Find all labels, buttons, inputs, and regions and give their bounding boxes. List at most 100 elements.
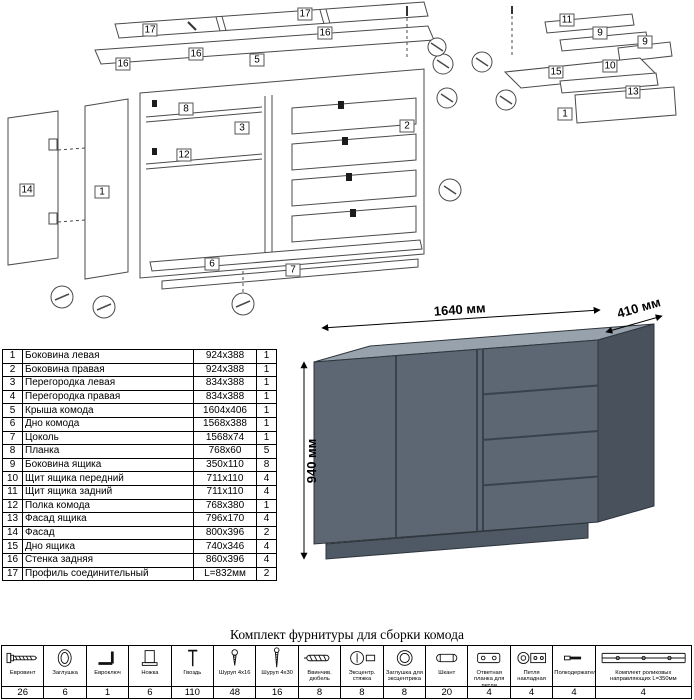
part-number: 9 — [2, 457, 23, 473]
hardware-item-name: Комплект роликовых направляющих L=350мм — [610, 670, 677, 683]
dowelscrew-icon — [299, 646, 340, 670]
part-qty: 4 — [256, 471, 277, 486]
hardware-item-name: Шуруп 4x16 — [218, 670, 251, 676]
hardware-item: Шуруп 4x16 48 — [213, 646, 256, 698]
diagram-part-label: 12 — [176, 148, 192, 162]
hardware-item-name: Эксцентр. стяжка — [348, 670, 376, 683]
hardware-item: Ножка 6 — [128, 646, 171, 698]
parts-table-row: 2 Боковина правая 924x388 1 — [2, 362, 277, 378]
hardware-item: Гвоздь 110 — [170, 646, 214, 698]
parts-table-row: 15 Дно ящика 740x346 4 — [2, 539, 277, 554]
hardware-kit-title: Комплект фурнитуры для сборки комода — [229, 627, 464, 642]
parts-table-row: 4 Перегородка правая 834x388 1 — [2, 389, 277, 405]
hardware-item-qty: 26 — [2, 686, 44, 698]
diagram-part-label: 5 — [249, 53, 265, 67]
nail-icon — [172, 646, 213, 670]
part-size: 924x388 — [193, 349, 257, 364]
shelfpin-icon — [553, 646, 594, 670]
capecc-icon — [384, 646, 425, 670]
parts-table-row: 11 Щит ящика задний 711x110 4 — [2, 484, 277, 500]
part-name: Фасад ящика — [22, 512, 194, 527]
drawer-exploded-view — [503, 13, 677, 124]
hardware-item-qty: 8 — [298, 686, 341, 698]
guide-lines — [57, 16, 513, 292]
hardware-item: Евровинт 26 — [2, 646, 44, 698]
hardware-item-name: Шуруп 4x30 — [261, 670, 293, 676]
parts-table-row: 3 Перегородка левая 834x388 1 — [2, 376, 277, 391]
part-number: 1 — [2, 349, 23, 364]
hardware-item-qty: 4 — [553, 686, 595, 698]
drawer-box — [291, 133, 417, 171]
part-size: 834x388 — [193, 389, 257, 405]
leg-icon — [129, 646, 170, 670]
part-drawer-back — [544, 13, 635, 34]
drawer-box — [291, 169, 417, 207]
diagram-part-label: 10 — [602, 59, 618, 73]
part-name: Щит ящика задний — [22, 484, 194, 500]
hardware-item: Заглушка для эксцентрика 8 — [382, 646, 426, 698]
parts-table-row: 17 Профиль соединительный L=832мм 2 — [2, 566, 277, 582]
part-number: 8 — [2, 444, 23, 459]
hardware-item-qty: 4 — [468, 686, 510, 698]
diagram-part-label: 1 — [557, 107, 573, 121]
shkant-icon — [426, 646, 467, 670]
part-back-panels — [114, 1, 429, 39]
part-qty: 1 — [256, 349, 277, 364]
part-number: 14 — [2, 525, 23, 541]
hardware-item: Ввинчив. дюбель 8 — [297, 646, 341, 698]
part-size: 796x170 — [193, 512, 257, 527]
diagram-part-label: 11 — [559, 13, 575, 27]
part-size: 860x396 — [193, 552, 257, 568]
diagram-part-label: 15 — [548, 65, 564, 79]
part-size: 740x346 — [193, 539, 257, 554]
part-number: 12 — [2, 498, 23, 514]
screw16-icon — [214, 646, 255, 670]
part-qty: 1 — [256, 362, 277, 378]
hardware-item-qty: 1 — [86, 686, 129, 698]
part-size: 834x388 — [193, 376, 257, 391]
rail-icon — [596, 646, 691, 670]
diagram-part-label: 17 — [142, 23, 158, 37]
hardware-item-name: Заглушка для эксцентрика — [385, 670, 423, 683]
parts-table-row: 16 Стенка задняя 860x396 4 — [2, 552, 277, 568]
hardware-item: Евроключ 1 — [85, 646, 129, 698]
diagram-part-label: 16 — [115, 57, 131, 71]
part-qty: 1 — [256, 389, 277, 405]
hinge-icon — [511, 646, 552, 670]
diagram-part-label: 9 — [592, 26, 608, 40]
part-number: 11 — [2, 484, 23, 500]
part-name: Перегородка левая — [22, 376, 194, 391]
part-number: 10 — [2, 471, 23, 486]
hardware-item-name: Полкодержатель — [554, 670, 594, 676]
part-name: Цоколь — [22, 430, 194, 446]
hardware-item-qty: 48 — [214, 686, 256, 698]
diagram-part-label: 1 — [94, 185, 110, 199]
part-size: 768x60 — [193, 444, 257, 459]
part-size: 1568x74 — [193, 430, 257, 446]
diagram-part-label: 14 — [19, 183, 35, 197]
height-dimension: 940 мм — [304, 439, 319, 484]
part-drawer-facade — [574, 86, 677, 124]
part-name: Полка комода — [22, 498, 194, 514]
diagram-part-label: 2 — [399, 119, 415, 133]
hardware-item-name: Евроключ — [94, 670, 121, 676]
dresser-front — [313, 339, 599, 545]
part-number: 5 — [2, 403, 23, 418]
dimension-lines — [300, 306, 663, 560]
hexkey-icon — [87, 646, 128, 670]
part-name: Дно комода — [22, 416, 194, 432]
cam-fittings — [152, 100, 356, 217]
part-name: Стенка задняя — [22, 552, 194, 568]
hardware-item-qty: 6 — [129, 686, 171, 698]
eccentric-icon — [341, 646, 382, 670]
diagram-part-label: 9 — [637, 35, 653, 49]
hardware-item-qty: 16 — [256, 686, 298, 698]
hardware-item-qty: 20 — [426, 686, 468, 698]
parts-table-row: 7 Цоколь 1568x74 1 — [2, 430, 277, 446]
part-size: 711x110 — [193, 471, 257, 486]
diagram-part-label: 7 — [285, 263, 301, 277]
diagram-part-label: 8 — [178, 102, 194, 116]
hardware-item-name: Ножка — [141, 670, 159, 676]
part-size: 1568x388 — [193, 416, 257, 432]
